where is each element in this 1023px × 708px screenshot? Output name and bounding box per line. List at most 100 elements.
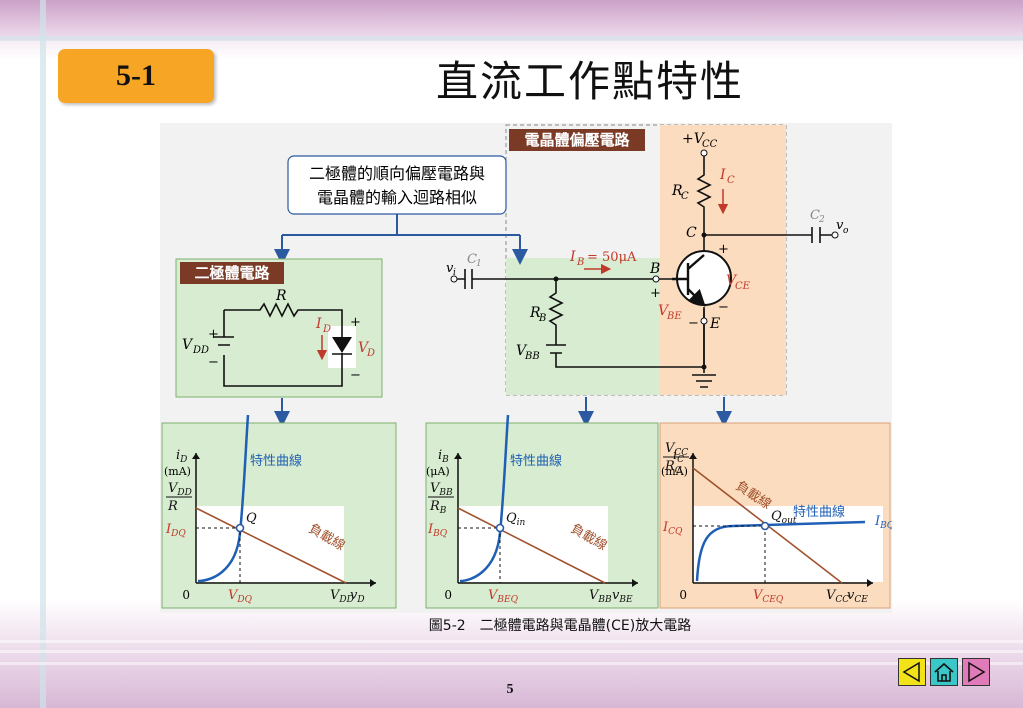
vbe-minus: − — [688, 316, 699, 331]
origin-label: 0 — [182, 588, 190, 602]
ground-node — [701, 364, 707, 370]
id-label: I — [315, 316, 322, 332]
x-intercept-label: VCC — [826, 588, 849, 605]
vd-label: V — [358, 340, 370, 356]
decor-line — [0, 36, 1023, 41]
diode-section-label-bg — [180, 262, 284, 284]
y-axis-unit: (mA) — [661, 465, 688, 478]
characteristic-curve — [459, 414, 510, 583]
vbe-label: V — [658, 303, 670, 319]
vbb-label-sub: BB — [524, 351, 540, 362]
q-point-label: Qout — [771, 509, 797, 526]
collector-node-label: C — [686, 225, 697, 241]
y-axis-unit: (mA) — [164, 465, 191, 478]
ic-label: I — [719, 167, 726, 183]
vdd-label-sub: DD — [192, 345, 209, 356]
vi-label-sub: i — [453, 268, 456, 278]
y-axis-label: iB — [438, 448, 449, 465]
rc-label-sub: C — [681, 191, 689, 202]
id-label-sub: D — [322, 324, 331, 335]
section-badge: 5-1 — [58, 49, 214, 103]
decor-line — [40, 0, 46, 708]
load-line — [195, 507, 347, 584]
vdd-minus: − — [208, 355, 219, 370]
vi-label: v — [446, 261, 454, 276]
prev-button[interactable] — [898, 658, 926, 686]
y-axis-label: iD — [176, 448, 187, 465]
vdd-plus: + — [208, 327, 219, 342]
x-axis-label: vCE — [847, 588, 868, 605]
transistor-circuit-wires — [454, 153, 835, 388]
q-point — [760, 521, 770, 531]
vcc-label: +V — [682, 131, 706, 147]
ib-value: = 50μA — [587, 250, 637, 265]
y-axis-unit: (μA) — [426, 465, 450, 478]
resistor-R-label: R — [275, 288, 287, 304]
rb-label: R — [529, 305, 541, 321]
note-line-2: 電晶體的輸入迴路相似 — [317, 188, 477, 207]
transistor-section-label: 電晶體偏壓電路 — [524, 131, 630, 149]
q-current-label: ICQ — [662, 520, 683, 537]
y-intercept-denominator: RB — [429, 499, 447, 516]
vbe-plus: + — [650, 286, 661, 301]
x-intercept-label: VDD — [330, 588, 354, 605]
curve-label: 特性曲線 — [510, 453, 562, 469]
ib-label: I — [569, 249, 576, 265]
vcc-terminal — [700, 149, 708, 157]
c1-label-sub: 1 — [476, 259, 482, 269]
base-node-label: B — [649, 261, 660, 277]
decor-line — [0, 662, 1023, 665]
q-current-label: IDQ — [165, 522, 186, 539]
vdd-label: V — [182, 337, 194, 353]
note-line-1: 二極體的順向偏壓電路與 — [309, 164, 485, 183]
prev-arrow-icon — [902, 661, 920, 683]
y-intercept-numerator: VCC — [665, 441, 688, 458]
b-terminal — [652, 275, 660, 283]
home-button[interactable] — [930, 658, 958, 686]
q-voltage-label: VCEQ — [753, 588, 784, 605]
note-connector — [281, 214, 521, 255]
vi-terminal — [450, 275, 458, 283]
q-point — [235, 523, 245, 533]
q-current-label: IBQ — [427, 522, 448, 539]
x-axis-label: vBE — [612, 588, 633, 605]
transistor-section-label-bg — [509, 129, 645, 151]
c2-label-sub: 2 — [818, 215, 825, 225]
vd-minus: − — [350, 368, 361, 383]
vce-label-sub: CE — [735, 281, 751, 292]
y-intercept-numerator: VBB — [430, 481, 453, 498]
curve-label: 特性曲線 — [793, 504, 845, 520]
y-intercept-denominator: R — [167, 499, 178, 514]
vce-plus: + — [718, 242, 729, 257]
rc-label: R — [671, 183, 683, 199]
chart-plot-area — [458, 506, 608, 582]
page-title: 直流工作點特性 — [435, 57, 744, 106]
emitter-node-label: E — [709, 316, 720, 332]
q-voltage-label: VDQ — [228, 588, 253, 605]
x-axis-label: vD — [350, 588, 365, 605]
curve-label: 特性曲線 — [250, 453, 302, 469]
vcc-label-sub: CC — [702, 139, 718, 150]
diode-circuit-wires — [214, 302, 343, 387]
vce-minus: − — [718, 300, 729, 315]
vbe-label-sub: BE — [666, 311, 682, 322]
q-voltage-label: VBEQ — [488, 588, 519, 605]
diode-symbol-leads — [332, 326, 352, 368]
ib-label-sub: B — [576, 257, 584, 268]
curve-series-label: IBQ — [874, 514, 892, 531]
home-icon — [934, 662, 954, 682]
vd-plus: + — [350, 315, 361, 330]
q-point-label: Q — [246, 511, 257, 526]
transistor-symbol-leads — [672, 254, 705, 306]
e-terminal — [700, 317, 708, 325]
chart-plot-area — [693, 506, 883, 582]
header-band — [0, 0, 1023, 40]
diode-symbol — [332, 337, 352, 353]
rb-label-sub: B — [538, 313, 546, 324]
vce-label: V — [726, 273, 738, 289]
y-axis-label: iC — [673, 448, 684, 465]
figure-caption: 圖5-2 二極體電路與電晶體(CE)放大電路 — [428, 618, 692, 634]
next-button[interactable] — [962, 658, 990, 686]
collector-node — [701, 232, 707, 238]
input-loop-panel — [506, 258, 660, 395]
